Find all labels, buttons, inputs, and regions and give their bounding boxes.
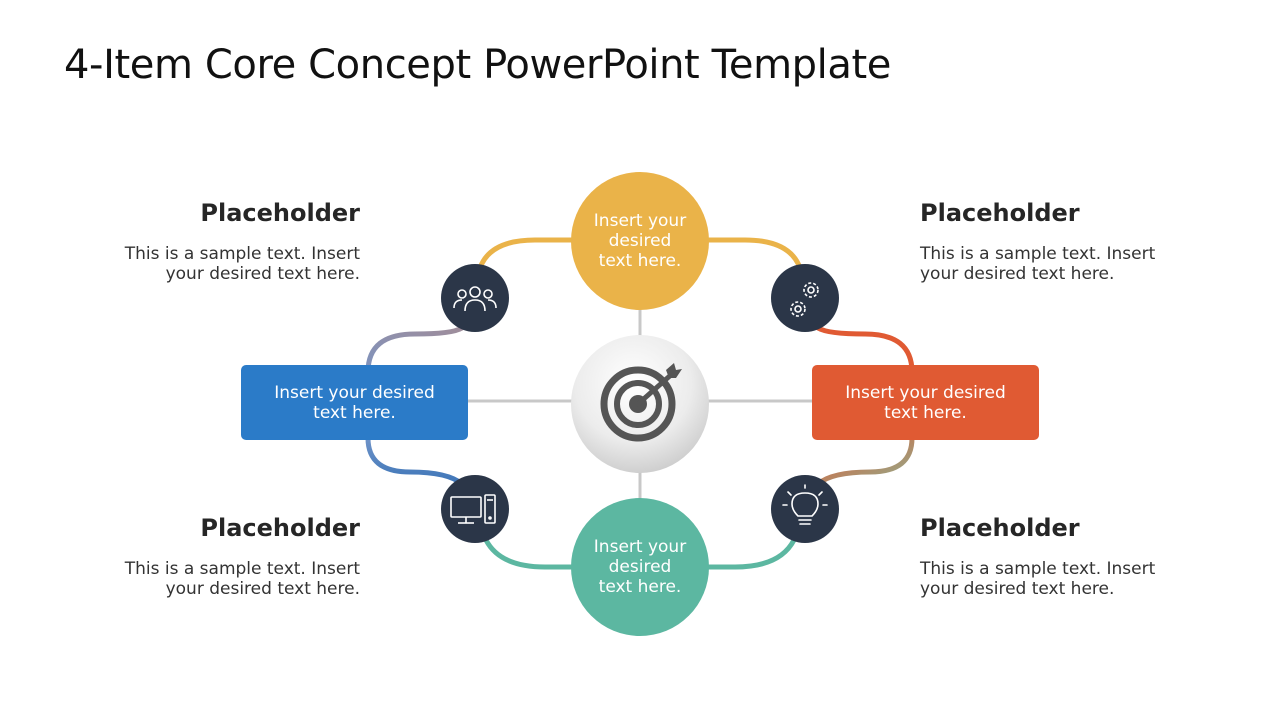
- top-node-circle: [571, 172, 709, 310]
- lightbulb-icon-button[interactable]: [771, 475, 839, 543]
- left-node-text: Insert your desired text here.: [274, 382, 435, 423]
- ring-top-left: [477, 237, 575, 271]
- ring-top-right: [705, 237, 803, 271]
- ring-left-top: [365, 325, 465, 375]
- gears-icon-button[interactable]: [771, 264, 839, 332]
- bottom-node-circle: [571, 498, 709, 636]
- ring-left-bottom: [365, 435, 465, 487]
- top-node-text: Insert your desired text here.: [593, 211, 687, 271]
- right-node[interactable]: Insert your desired text here.: [837, 365, 1014, 440]
- right-node-text: Insert your desired text here.: [845, 382, 1006, 423]
- people-group-icon: [441, 264, 509, 332]
- target-dart-icon: [600, 363, 682, 442]
- bottom-node-text: Insert your desired text here.: [593, 537, 687, 597]
- gears-icon: [771, 264, 839, 332]
- right-node-box: [812, 365, 1039, 440]
- item-heading-bottom-right: Placeholder: [920, 514, 1080, 542]
- item-text-bottom-right: This is a sample text. Insert your desir…: [920, 559, 1156, 599]
- item-text-top-left: This is a sample text. Insert your desir…: [124, 244, 360, 284]
- lightbulb-icon: [771, 475, 839, 543]
- outer-ring: [365, 237, 915, 570]
- item-heading-top-left: Placeholder: [200, 199, 360, 227]
- left-node-box: [241, 365, 468, 440]
- ring-bottom-left: [483, 537, 575, 570]
- item-heading-top-right: Placeholder: [920, 199, 1080, 227]
- center-target-button[interactable]: [571, 335, 709, 473]
- ring-bottom-right: [705, 537, 797, 570]
- left-node[interactable]: Insert your desired text here.: [266, 365, 443, 440]
- item-text-bottom-left: This is a sample text. Insert your desir…: [124, 559, 360, 599]
- computer-icon: [441, 475, 509, 543]
- item-text-top-right: This is a sample text. Insert your desir…: [920, 244, 1156, 284]
- ring-right-top: [815, 325, 915, 375]
- computer-icon-button[interactable]: [441, 475, 509, 543]
- slide-title: 4-Item Core Concept PowerPoint Template: [64, 42, 891, 88]
- ring-right-bottom: [815, 435, 915, 487]
- item-heading-bottom-left: Placeholder: [200, 514, 360, 542]
- people-icon-button[interactable]: [441, 264, 509, 332]
- top-node[interactable]: Insert your desired text here.: [590, 205, 690, 277]
- bottom-node[interactable]: Insert your desired text here.: [590, 531, 690, 603]
